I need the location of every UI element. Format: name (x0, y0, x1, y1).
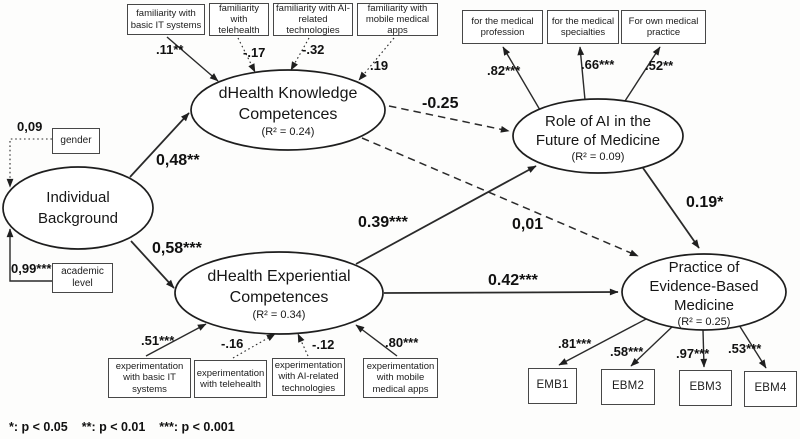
indicator-role-specialties: for the medical specialties (547, 10, 619, 44)
loading-familiarity-apps: .19 (370, 58, 389, 73)
indicator-ebm2: EBM2 (601, 369, 655, 405)
coef-ib-experiential: 0,58*** (152, 240, 202, 257)
coef-experiential-ebm: 0.42*** (488, 272, 538, 289)
indicator-familiarity-ai: familiarity with AI-related technologies (273, 3, 353, 36)
arrow-role-to-profession (502, 46, 541, 111)
practice-ebm-label: Practice of Evidence-Based Medicine (R² … (634, 258, 774, 330)
loading-exp-apps: .80*** (385, 335, 419, 350)
coef-knowledge-ebm: 0,01 (512, 216, 544, 233)
dhealth-experiential-label: dHealth Experiential Competences (R² = 0… (194, 266, 364, 323)
loading-academic: 0,99*** (11, 261, 52, 276)
indicator-exp-ai: experimentation with AI-related technolo… (272, 358, 345, 396)
arrow-ebm-to-emb1 (558, 317, 649, 366)
path-role-to-ebm (642, 167, 700, 249)
path-ib-to-experiential (130, 240, 175, 289)
loading-exp-telehealth: -.16 (221, 336, 244, 351)
indicator-gender: gender (52, 128, 100, 154)
coef-knowledge-role: -0.25 (422, 95, 459, 112)
indicator-emb1: EMB1 (528, 368, 577, 404)
loading-role-profession: .82*** (487, 63, 521, 78)
arrow-ebm-to-ebm2 (630, 325, 674, 367)
loading-emb1: .81*** (558, 336, 592, 351)
indicator-familiarity-it: familiarity with basic IT systems (127, 4, 205, 35)
loading-familiarity-it: .11** (156, 42, 184, 57)
indicator-familiarity-apps: familiarity with mobile medical apps (357, 3, 438, 36)
indicator-role-practice: For own medical practice (621, 10, 706, 44)
ebm-r2: (R² = 0.25) (677, 316, 731, 328)
latent-dhealth-experiential (174, 251, 384, 335)
knowledge-r2: (R² = 0.24) (261, 126, 315, 138)
arrow-exp-apps-to-experiential (355, 324, 398, 357)
arrow-familiarity-telehealth-to-knowledge (237, 37, 256, 73)
indicator-role-profession: for the medical profession (462, 10, 543, 44)
path-ib-to-knowledge (129, 112, 190, 178)
loading-ebm4: .53*** (728, 341, 762, 356)
arrow-exp-it-to-experiential (145, 323, 207, 357)
loading-familiarity-telehealth: -.17 (243, 45, 266, 60)
arrow-exp-telehealth-to-experiential (232, 333, 276, 359)
latent-practice-ebm (621, 253, 787, 331)
footnote-p001: ***: p < 0.001 (159, 420, 235, 434)
indicator-familiarity-telehealth: familiarity with telehealth (209, 3, 269, 36)
arrow-ebm-to-ebm4 (738, 324, 767, 369)
arrow-gender-to-ib (6, 138, 52, 188)
arrow-familiarity-apps-to-knowledge (358, 37, 395, 81)
arrow-role-to-practice (624, 46, 661, 102)
indicator-academic-level: academic level (52, 263, 113, 293)
latent-dhealth-knowledge (190, 69, 386, 151)
footnote-p05: *: p < 0.05 (9, 420, 68, 434)
experiential-r2: (R² = 0.34) (252, 309, 306, 321)
arrow-familiarity-ai-to-knowledge (290, 37, 310, 71)
arrow-exp-ai-to-experiential (297, 333, 309, 357)
loading-ebm2: .58*** (610, 344, 644, 359)
role-of-ai-label: Role of AI in the Future of Medicine (R²… (518, 112, 678, 165)
latent-individual-background (2, 166, 154, 250)
path-experiential-to-role (355, 165, 537, 265)
footnote-p01: **: p < 0.01 (81, 420, 146, 434)
indicator-exp-it: experimentation with basic IT systems (108, 358, 191, 398)
arrow-academic-to-ib (6, 228, 52, 282)
significance-footnote: *: p < 0.05 **: p < 0.01 ***: p < 0.001 (9, 420, 235, 434)
dhealth-knowledge-label: dHealth Knowledge Competences (R² = 0.24… (203, 83, 373, 140)
loading-ebm3: .97*** (676, 346, 710, 361)
indicator-exp-telehealth: experimentation with telehealth (194, 360, 267, 398)
loading-exp-ai: -.12 (312, 337, 335, 352)
individual-background-label: Individual Background (37, 189, 119, 227)
role-ai-r2: (R² = 0.09) (571, 151, 625, 163)
loading-gender: 0,09 (17, 119, 43, 134)
indicator-ebm3: EBM3 (679, 370, 732, 406)
path-knowledge-to-ebm-dashed (361, 137, 639, 257)
loading-role-specialties: .66*** (581, 57, 615, 72)
indicator-ebm4: EBM4 (744, 371, 797, 407)
loading-role-practice: .52** (645, 58, 674, 73)
arrow-ebm-to-ebm3 (700, 329, 708, 368)
latent-role-of-ai (512, 98, 684, 174)
indicator-exp-apps: experimentation with mobile medical apps (363, 358, 438, 398)
coef-ib-knowledge: 0,48** (156, 152, 200, 169)
arrow-familiarity-it-to-knowledge (166, 36, 219, 82)
path-experiential-to-ebm (383, 288, 619, 296)
arrow-role-to-specialties (577, 46, 586, 101)
path-knowledge-to-role-dashed (388, 105, 510, 133)
coef-experiential-role: 0.39*** (358, 214, 408, 231)
loading-familiarity-ai: -.32 (302, 42, 325, 57)
coef-role-ebm: 0.19* (686, 194, 724, 211)
loading-exp-it: .51*** (141, 333, 175, 348)
